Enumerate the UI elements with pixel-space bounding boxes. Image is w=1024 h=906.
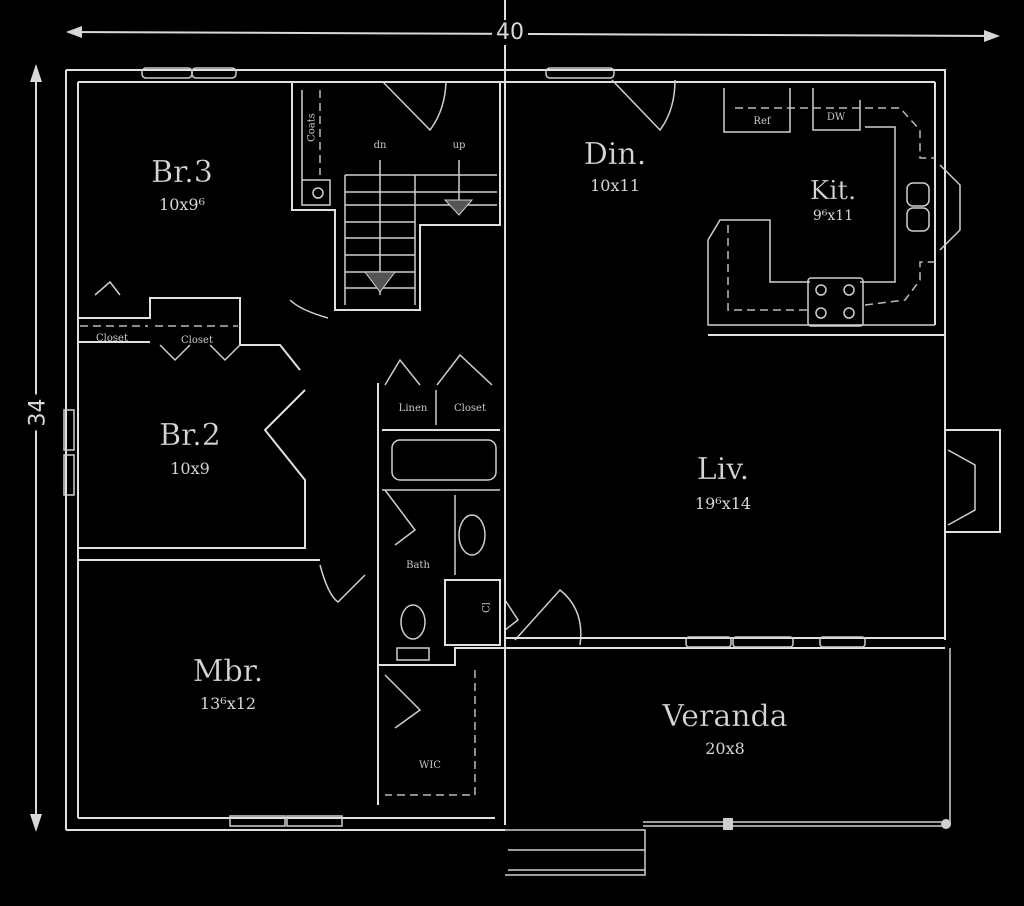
closet-cl-label: Cl (481, 602, 493, 613)
width-dimension-line (66, 26, 1000, 42)
overall-width-label: 40 (492, 20, 528, 45)
room-name: Din. (583, 137, 647, 172)
kitchen-fixtures (707, 88, 961, 336)
depth-dimension-line (30, 64, 42, 832)
room-name: Br.3 (151, 155, 213, 190)
walk-in-closet-label: WIC (419, 760, 441, 771)
room-name: Liv. (696, 452, 750, 487)
stair-up-label: up (452, 140, 466, 151)
room-name: Veranda (662, 699, 788, 734)
room-dimensions: 10x11 (590, 176, 640, 195)
room-dimensions: 10x9⁶ (159, 195, 205, 214)
refrigerator-label: Ref (753, 116, 771, 127)
room-dimensions: 13⁶x12 (199, 694, 257, 713)
closet-label: Closet (181, 335, 213, 346)
room-name: Mbr. (192, 654, 264, 689)
room-dimensions: 20x8 (705, 739, 745, 758)
coats-closet-label: Coats (306, 113, 318, 142)
dishwasher-label: DW (826, 112, 846, 123)
room-name: Kit. (809, 176, 857, 206)
hall-closet-label: Closet (454, 403, 486, 414)
overall-depth-label: 34 (25, 394, 51, 431)
stair-down-label: dn (373, 140, 387, 151)
room-dimensions: 10x9 (170, 459, 210, 478)
stairs (344, 160, 497, 305)
room-name: Br.2 (159, 418, 221, 453)
linen-closet-label: Linen (398, 403, 428, 414)
room-dimensions: 19⁶x14 (694, 494, 752, 513)
room-dimensions: 9⁶x11 (812, 208, 854, 224)
closet-label: Closet (96, 333, 128, 344)
bath-label: Bath (406, 560, 430, 571)
